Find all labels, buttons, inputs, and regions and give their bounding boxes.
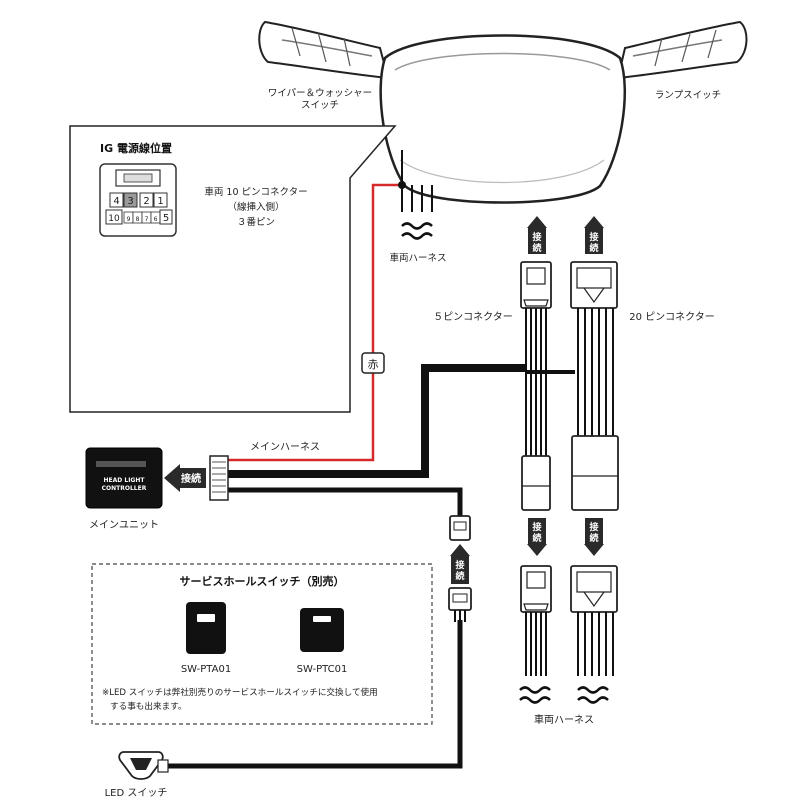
connect-5pin-up-1: 接 — [532, 231, 541, 243]
pin-3: 3 — [127, 196, 133, 207]
lamp-switch-label: ランプスイッチ — [655, 90, 721, 101]
pin-10: 10 — [108, 214, 120, 224]
connect-20pin-down-1: 接 — [589, 521, 598, 533]
steering-column-cover — [258, 20, 748, 204]
ig-title: IG 電源線位置 — [100, 141, 172, 155]
wiper-switch-label-1: ワイパー＆ウォッシャー — [268, 88, 372, 99]
pin-2: 2 — [143, 196, 149, 207]
red-wire-tag-label: 赤 — [368, 358, 379, 371]
note-line-1: ※LED スイッチは弊社別売りのサービスホールスイッチに交換して使用 — [102, 686, 378, 698]
sw-ptc01-switch — [300, 608, 344, 652]
twenty-pin-wires — [577, 308, 614, 436]
pin-5: 5 — [163, 213, 169, 224]
connect-5pin-up-2: 続 — [532, 242, 541, 254]
ten-pin-connector-diagram: 4 3 2 1 10 9 8 7 6 5 — [99, 163, 177, 237]
twenty-pin-label: 20 ピンコネクター — [629, 311, 715, 323]
led-switch-label: LED スイッチ — [105, 787, 168, 799]
twenty-pin-connector-upper — [570, 261, 618, 309]
connector-desc-1: 車両 10 ピンコネクター — [204, 186, 307, 198]
connector-desc-2: （線挿入側） — [227, 201, 284, 213]
vehicle-harness-bottom-label: 車両ハーネス — [534, 713, 594, 726]
connect-20pin-down-2: 続 — [589, 532, 598, 544]
unit-face-line-1: HEAD LIGHT — [104, 477, 146, 484]
connect-arrow-down-20pin — [584, 518, 604, 556]
vehicle-five-pin-connector — [520, 565, 552, 613]
led-switch-lead-lower — [165, 620, 463, 769]
main-unit-label: メインユニット — [89, 520, 159, 531]
connect-arrow-up-20pin — [584, 216, 604, 254]
connect-label-left: 接続 — [181, 472, 201, 485]
connect-led-2: 続 — [455, 570, 464, 582]
main-harness-connector — [209, 455, 229, 501]
pin-4: 4 — [113, 196, 119, 207]
connect-badge-left — [176, 468, 206, 488]
five-pin-label: ５ピンコネクター — [433, 311, 513, 323]
led-switch-lead-upper — [226, 487, 463, 518]
led-switch-connector-male — [448, 587, 472, 622]
connect-20pin-up-1: 接 — [589, 231, 598, 243]
pin-1: 1 — [157, 196, 163, 207]
connect-5pin-down-1: 接 — [532, 521, 541, 533]
pin-9: 9 — [127, 216, 131, 223]
led-switch — [118, 751, 169, 780]
sw-ptc01-label: SW-PTC01 — [297, 664, 348, 675]
pin-7: 7 — [145, 216, 149, 223]
vehicle-twenty-pin-connector — [570, 565, 618, 613]
main-harness-thick-wire — [226, 364, 525, 478]
five-pin-wires — [525, 308, 547, 456]
vehicle-harness-top-label: 車両ハーネス — [389, 252, 446, 264]
pin-6: 6 — [154, 216, 158, 223]
wiper-switch-label-2: スイッチ — [301, 100, 339, 111]
connect-5pin-down-2: 続 — [532, 532, 541, 544]
main-harness-label: メインハーネス — [250, 441, 320, 453]
vehicle-harness-bottom-wires — [525, 612, 614, 676]
unit-face-line-2: CONTROLLER — [102, 485, 147, 492]
led-lead-connector-female — [449, 515, 471, 541]
sw-pta01-label: SW-PTA01 — [181, 664, 231, 675]
connect-led-1: 接 — [455, 559, 464, 571]
connect-arrow-up-5pin — [527, 216, 547, 254]
pin-3-highlight — [123, 192, 138, 208]
connect-arrow-up-led — [450, 544, 470, 584]
wave-break-top — [401, 222, 433, 240]
twenty-pin-housing-lower — [571, 435, 619, 511]
red-wire-tag — [361, 352, 385, 374]
note-line-2: する事も出来ます。 — [110, 700, 186, 712]
five-pin-housing-lower — [521, 455, 551, 511]
connect-20pin-up-2: 続 — [589, 242, 598, 254]
red-ig-wire — [226, 183, 402, 462]
main-unit: HEAD LIGHT CONTROLLER — [85, 447, 163, 509]
pin-8: 8 — [136, 216, 140, 223]
five-pin-connector-upper — [520, 261, 552, 309]
wave-break-bottom — [519, 686, 609, 704]
connect-arrow-down-5pin — [527, 518, 547, 556]
connector-desc-3: ３番ピン — [237, 216, 275, 228]
service-title: サービスホールスイッチ（別売） — [180, 574, 345, 588]
sw-pta01-switch — [186, 602, 226, 654]
service-hole-switch-box — [91, 563, 433, 725]
tap-point — [398, 181, 406, 189]
